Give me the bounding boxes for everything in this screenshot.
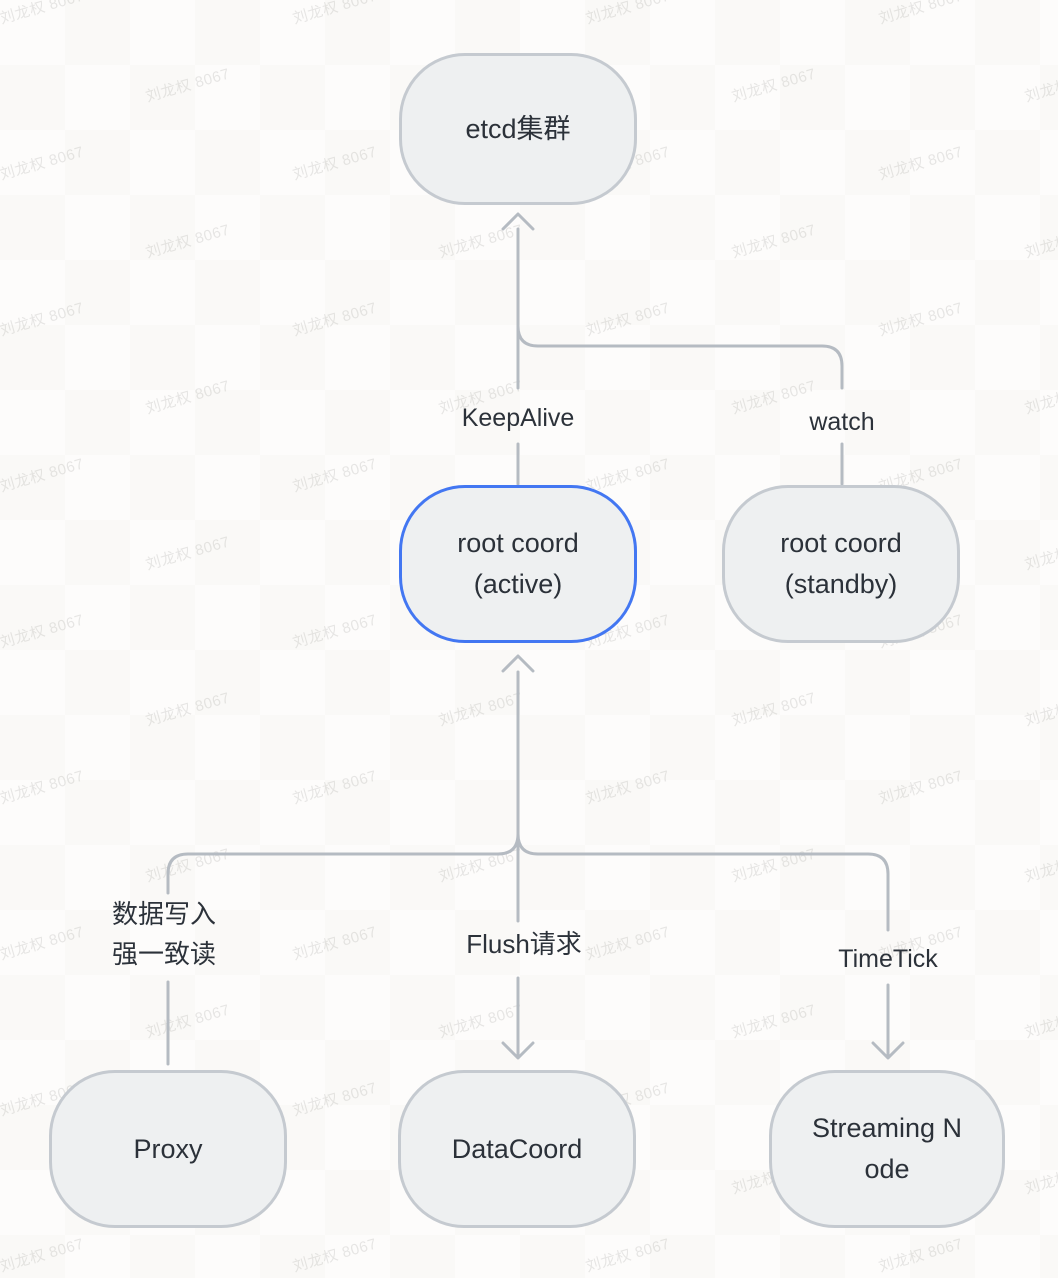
arrowhead-down-datacoord-icon [501,1041,535,1060]
node-root-coord-active-label-line1: root coord [457,528,579,558]
edge-label-keepalive: KeepAlive [461,404,575,432]
edge-label-data-write-line2: 强一致读 [112,939,217,969]
node-root-coord-standby-label-line1: root coord [780,528,902,558]
edge-branch-right [516,832,890,932]
node-streaming-node-label-line1: Streaming N [811,1113,963,1143]
node-root-coord-standby-label-line2: (standby) [784,569,898,599]
edge-watch-upper [516,324,844,390]
edge-label-data-write: 数据写入 强一致读 [112,894,216,974]
node-streaming-node-label-line2: ode [864,1154,910,1184]
node-streaming-node[interactable]: Streaming N ode [769,1070,1005,1228]
node-root-coord-active[interactable]: root coord (active) [399,485,637,643]
node-proxy[interactable]: Proxy [49,1070,287,1228]
node-datacoord-label: DataCoord [451,1133,583,1164]
node-etcd-cluster-label: etcd集群 [465,113,571,144]
edge-label-timetick: TimeTick [838,945,938,973]
node-root-coord-active-label-line2: (active) [473,569,563,599]
node-etcd-cluster[interactable]: etcd集群 [399,53,637,205]
edge-branch-left [166,832,520,895]
node-root-coord-standby[interactable]: root coord (standby) [722,485,960,643]
edge-label-watch: watch [809,408,875,436]
edge-label-data-write-line1: 数据写入 [112,899,217,929]
node-proxy-label: Proxy [133,1133,203,1164]
node-datacoord[interactable]: DataCoord [398,1070,636,1228]
arrowhead-up-rootcoord-icon [501,654,535,673]
arrowhead-down-streaming-icon [871,1041,905,1060]
arrowhead-up-etcd-icon [501,212,535,231]
edge-label-flush: Flush请求 [466,929,582,959]
